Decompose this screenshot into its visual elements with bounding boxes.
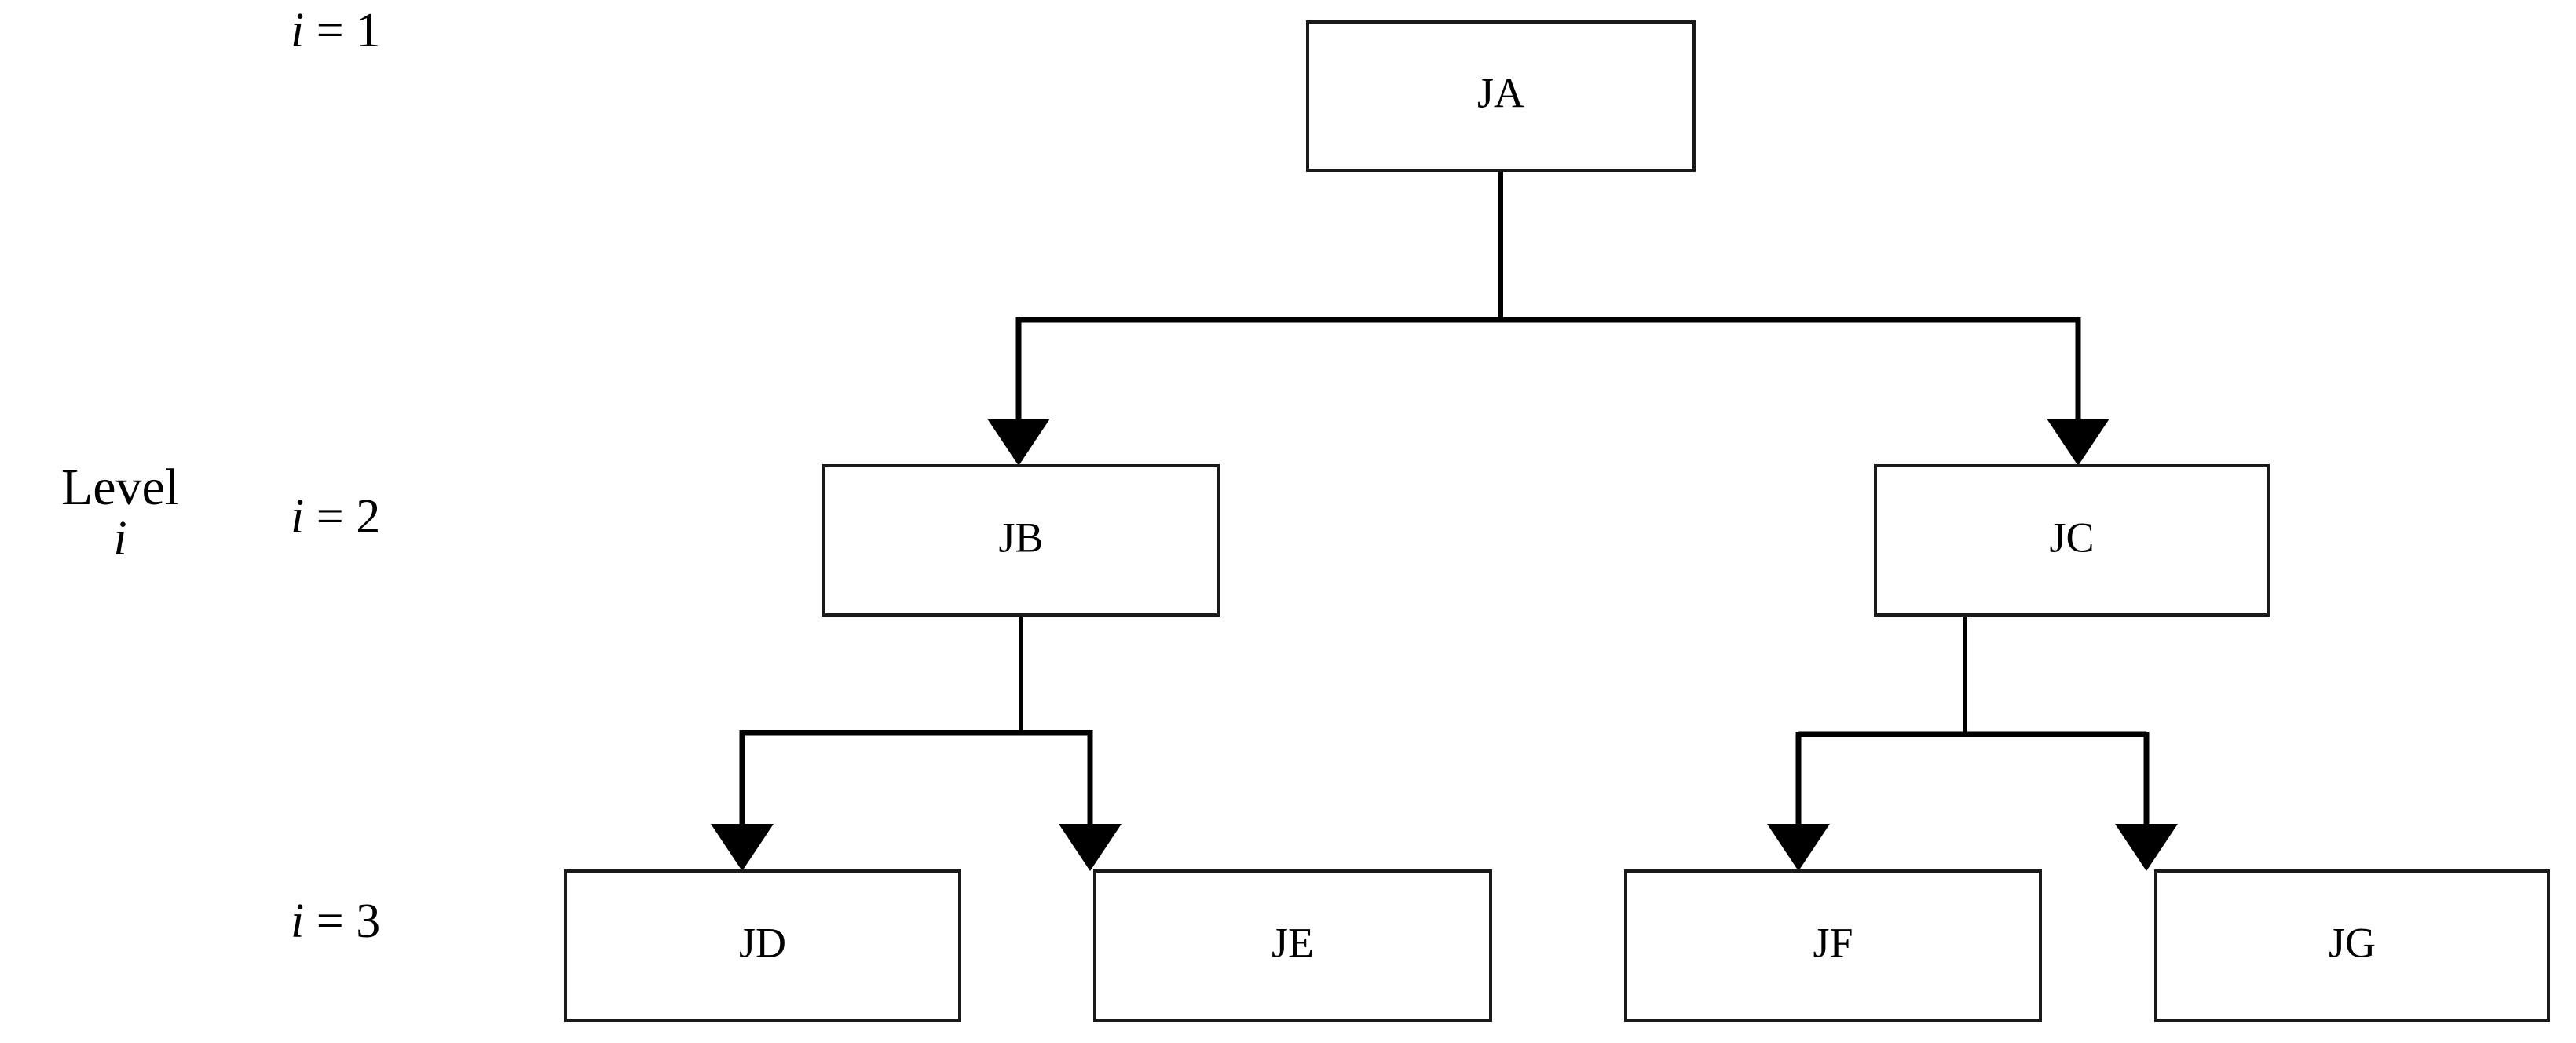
arrow-head-JB-JE: [1059, 824, 1122, 871]
node-JD-label: JD: [739, 919, 786, 966]
node-JD[interactable]: JD: [564, 869, 961, 1022]
tick-level-1-variable: i: [291, 4, 305, 57]
node-JB[interactable]: JB: [822, 464, 1220, 617]
node-JF-box[interactable]: [1624, 869, 2042, 1022]
node-JF[interactable]: JF: [1624, 869, 2042, 1022]
node-JG-label: JG: [2329, 919, 2376, 966]
tick-level-2-variable: i: [291, 490, 305, 543]
tick-label-level-1: i = 1: [291, 6, 380, 55]
node-JA[interactable]: JA: [1306, 20, 1696, 172]
connector-group-JC: [1767, 615, 2178, 871]
level-axis-caption-variable: i: [113, 512, 127, 565]
tick-level-3-variable: i: [291, 895, 305, 948]
arrow-head-JB-JD: [711, 824, 774, 871]
node-JF-label: JF: [1813, 919, 1853, 966]
arrow-head-JA-JB: [987, 419, 1050, 466]
node-JE-label: JE: [1272, 919, 1314, 966]
tick-level-2-value: 2: [356, 490, 381, 543]
node-JC-box[interactable]: [1874, 464, 2270, 617]
node-JC-label: JC: [2049, 514, 2094, 561]
level-axis-caption-word: Level: [60, 459, 180, 516]
tick-label-level-2: i = 2: [291, 492, 380, 541]
node-JE[interactable]: JE: [1093, 869, 1492, 1022]
arrow-head-JA-JC: [2047, 419, 2109, 466]
node-JA-box[interactable]: [1306, 20, 1696, 172]
node-JC[interactable]: JC: [1874, 464, 2270, 617]
node-JG[interactable]: JG: [2154, 869, 2550, 1022]
connector-group-JA: [987, 170, 2109, 466]
tick-level-3-relation: =: [304, 895, 357, 948]
tick-level-1-relation: =: [304, 4, 357, 57]
node-JG-box[interactable]: [2154, 869, 2550, 1022]
tick-level-2-relation: =: [304, 490, 357, 543]
node-JD-box[interactable]: [564, 869, 961, 1022]
level-axis-caption: Level i: [30, 462, 210, 565]
tick-level-3-value: 3: [356, 895, 381, 948]
connector-group-JB: [711, 615, 1122, 871]
node-JE-box[interactable]: [1093, 869, 1492, 1022]
node-JB-label: JB: [998, 514, 1043, 561]
arrow-head-JC-JF: [1767, 824, 1830, 871]
arrow-head-JC-JG: [2115, 824, 2178, 871]
node-JA-label: JA: [1477, 69, 1524, 116]
node-JB-box[interactable]: [822, 464, 1220, 617]
tick-level-1-value: 1: [356, 4, 381, 57]
tick-label-level-3: i = 3: [291, 897, 380, 946]
